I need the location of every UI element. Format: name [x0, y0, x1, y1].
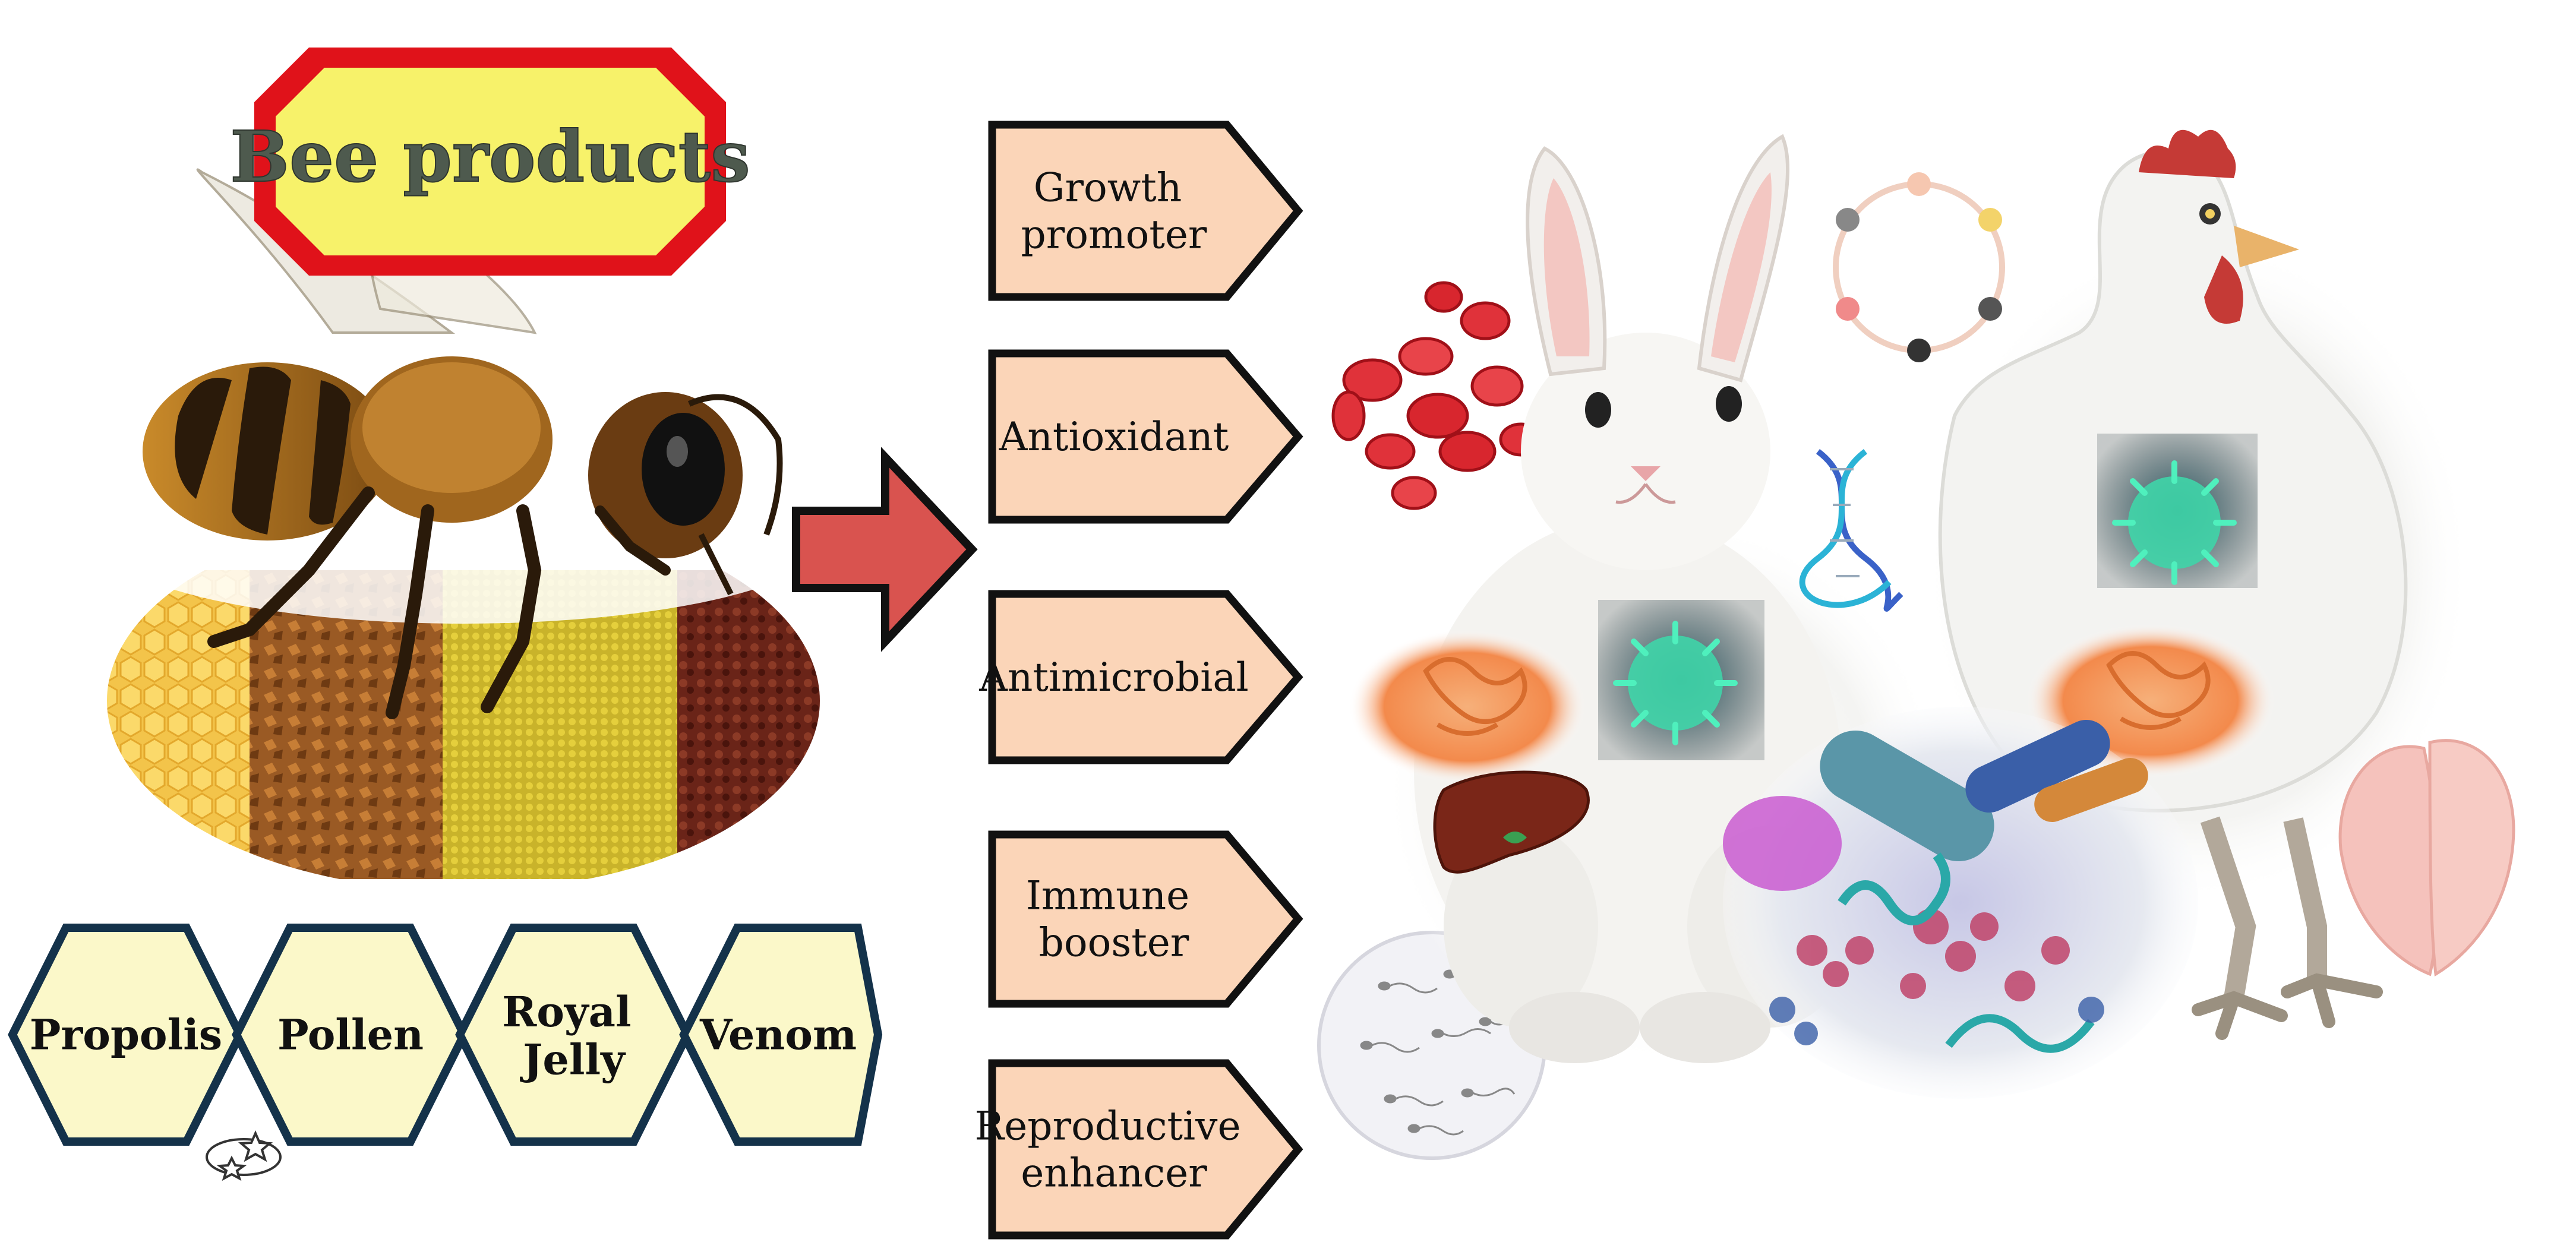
star-swirl-icon — [206, 1130, 282, 1181]
title-badge: Bee products — [229, 48, 751, 276]
effect-growth-promoter: Growth promoter — [988, 121, 1303, 301]
effect-label: Growth promoter — [1021, 165, 1207, 258]
product-hexagon-royal-jelly: Royal Jelly — [455, 924, 692, 1146]
effect-label: Immune booster — [1026, 873, 1202, 966]
virus-icon — [1598, 600, 1764, 760]
molecule-ring-icon — [1833, 172, 2005, 362]
effect-antimicrobial: Antimicrobial — [978, 590, 1303, 764]
chicken-breast-meat-icon — [2338, 739, 2515, 977]
dna-icon — [1799, 449, 1903, 612]
liver-icon — [1433, 770, 1590, 874]
product-hexagons: Propolis Pollen Royal Jelly Venom — [8, 924, 883, 1181]
bacteria-icon — [1723, 707, 2198, 1099]
flow-arrow — [792, 447, 978, 652]
virus-icon — [2097, 434, 2258, 588]
product-label: Propolis — [30, 1010, 222, 1060]
page-title: Bee products — [230, 115, 750, 198]
animals-illustration — [1317, 129, 2515, 1160]
effect-list: Growth promoter Antioxidant Antimicrobia… — [975, 121, 1303, 1240]
effect-label: Antioxidant — [999, 414, 1229, 460]
product-label: Royal Jelly — [502, 987, 646, 1085]
product-hexagon-pollen: Pollen — [232, 924, 469, 1146]
effect-antioxidant: Antioxidant — [988, 349, 1303, 524]
product-hexagon-venom: Venom — [679, 924, 883, 1146]
effect-immune-booster: Immune booster — [988, 830, 1303, 1008]
effect-label: Reproductive enhancer — [975, 1104, 1254, 1196]
product-label: Venom — [699, 1010, 857, 1060]
bee-products-illustration — [95, 168, 832, 903]
product-hexagon-propolis: Propolis — [8, 924, 245, 1146]
effect-label: Antimicrobial — [978, 655, 1249, 700]
product-label: Pollen — [277, 1010, 424, 1060]
honeycomb-icon — [107, 570, 255, 879]
red-blood-cells-icon — [1331, 281, 1543, 510]
intestine-icon — [1349, 630, 1586, 784]
effect-reproductive-enhancer: Reproductive enhancer — [975, 1059, 1303, 1240]
